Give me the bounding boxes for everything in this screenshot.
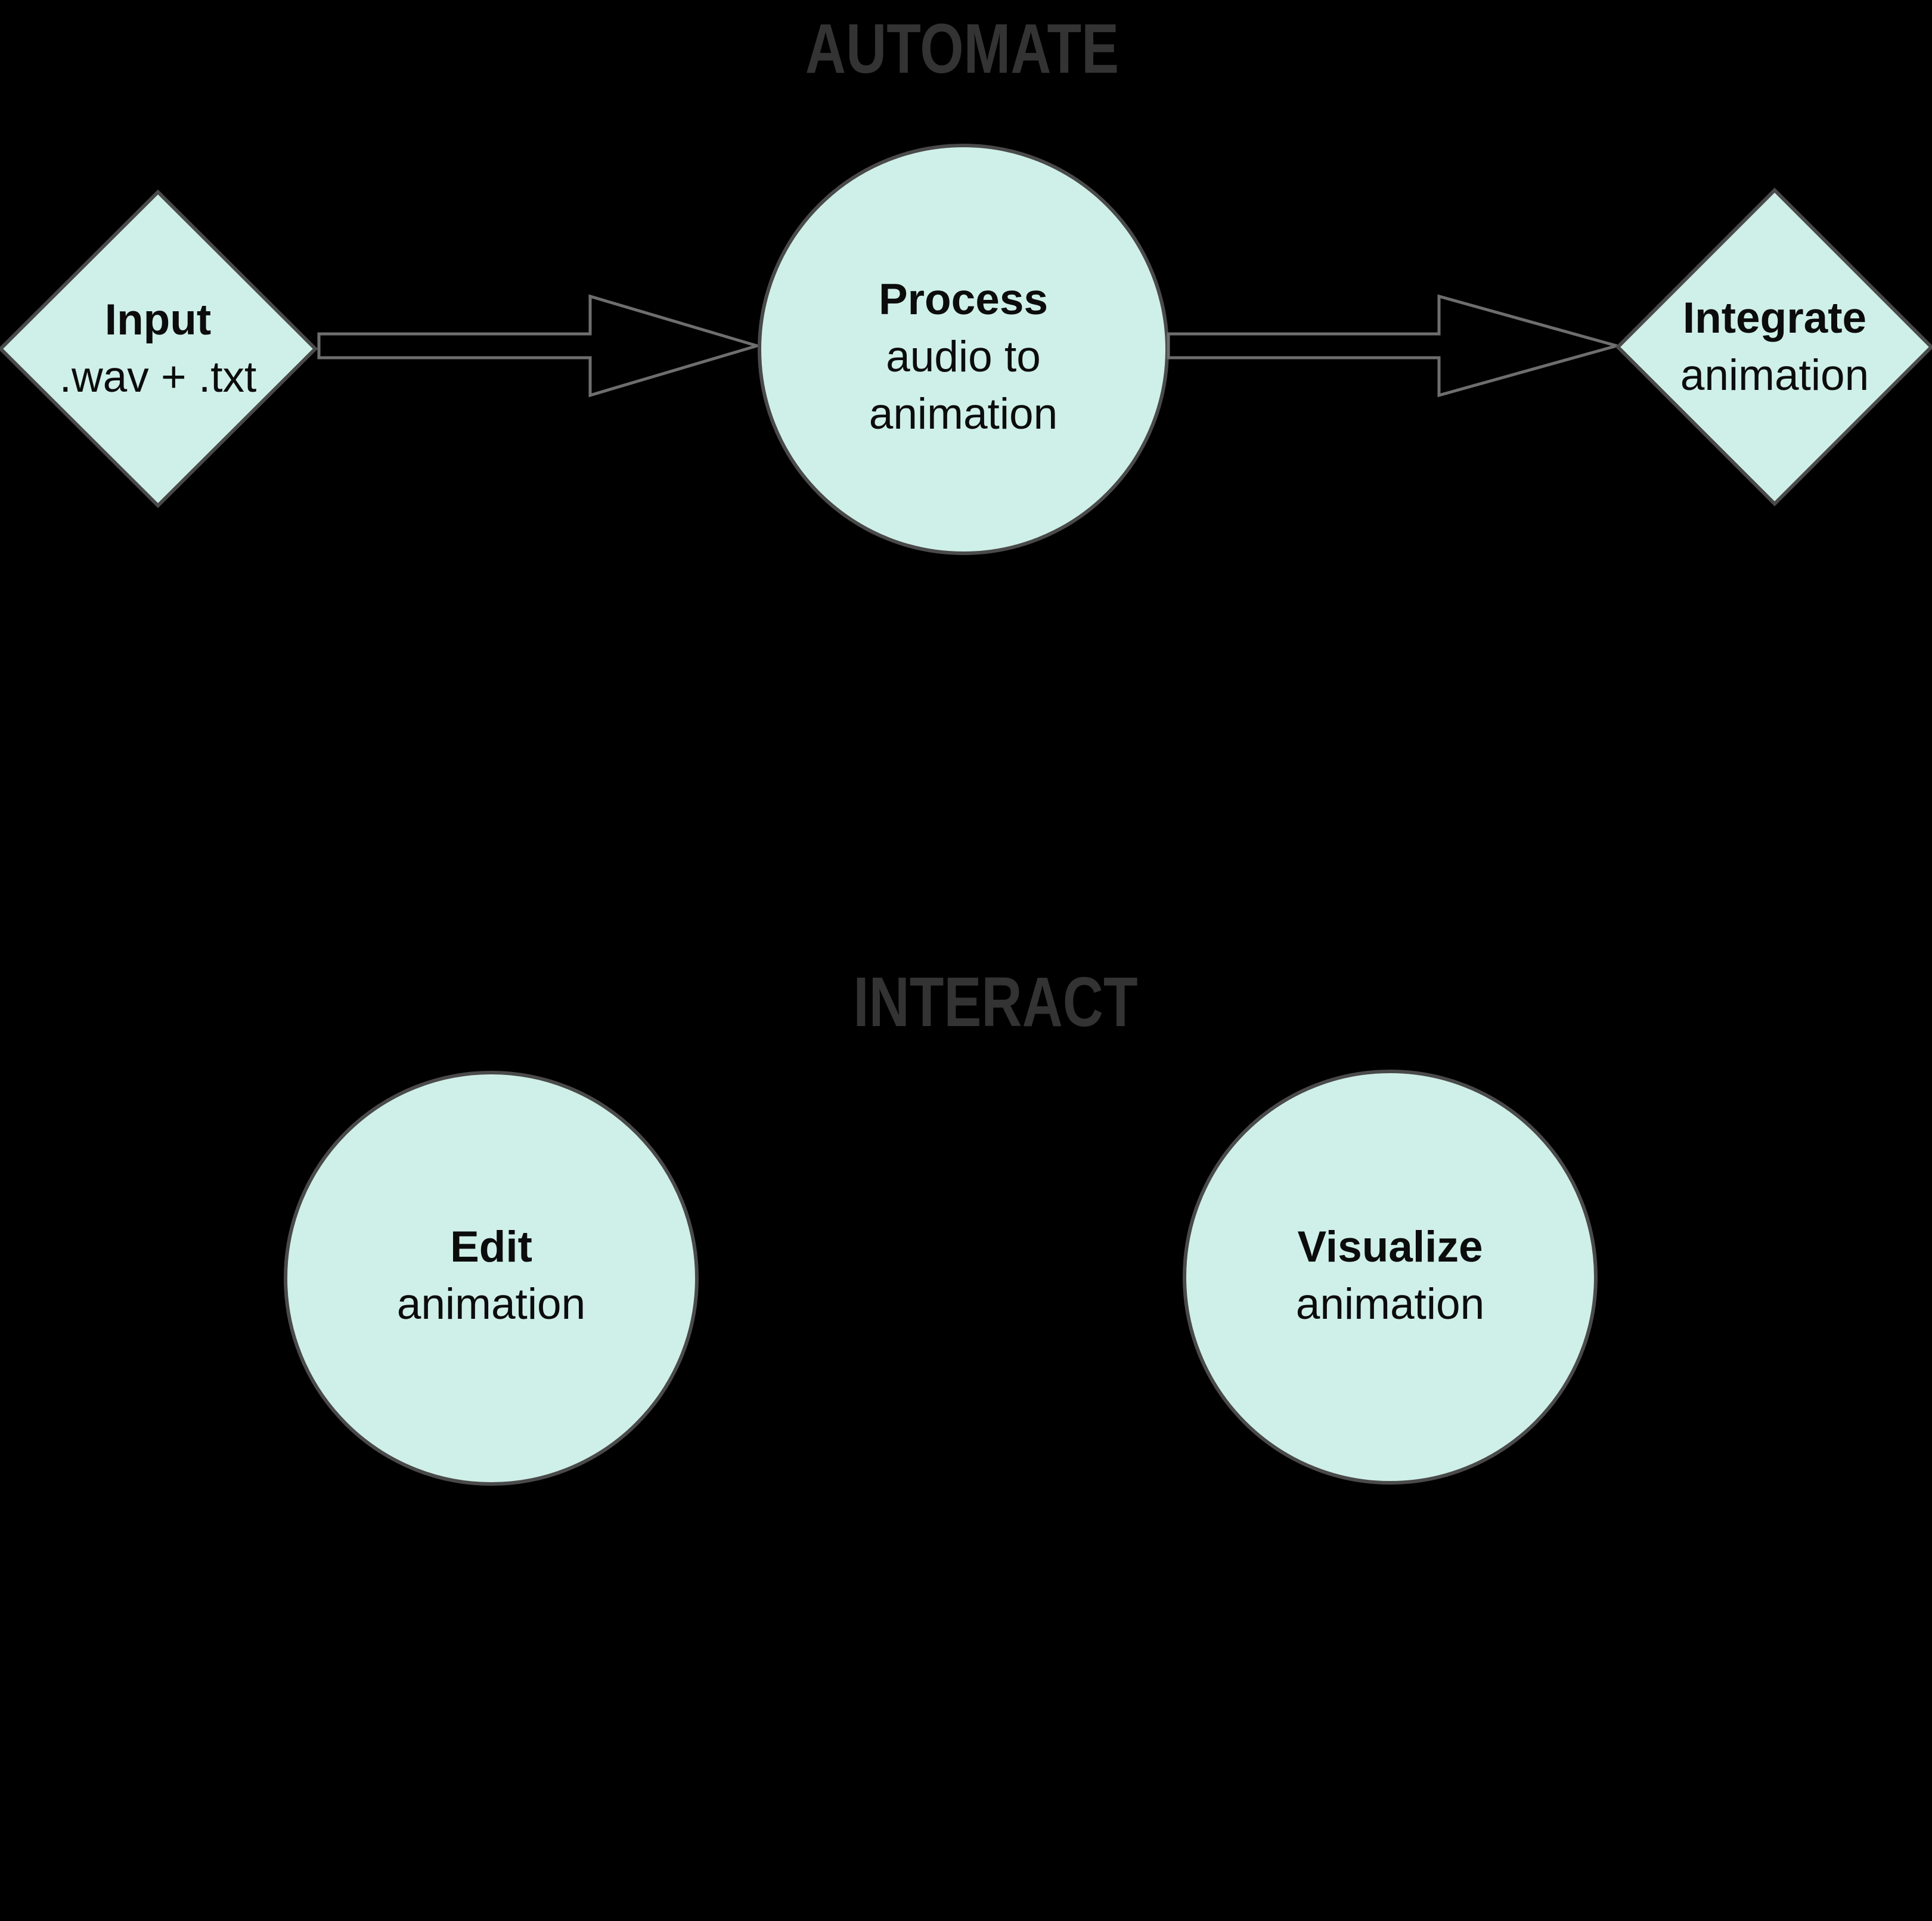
visualize-node-subtitle: animation xyxy=(1295,1280,1485,1328)
process-node-label: Process audio to animation xyxy=(808,271,1118,443)
integrate-node-label: Integrate animation xyxy=(1680,290,1869,404)
edit-node-label: Edit animation xyxy=(397,1219,586,1333)
section-title-automate: AUTOMATE xyxy=(766,8,1158,89)
visualize-node-title: Visualize xyxy=(1297,1223,1483,1271)
arrow-process-to-integrate xyxy=(1167,294,1623,398)
integrate-node-subtitle: animation xyxy=(1680,351,1869,399)
input-node-subtitle: .wav + .txt xyxy=(59,353,257,401)
input-node-title: Input xyxy=(104,296,212,344)
edit-node-subtitle: animation xyxy=(396,1280,586,1328)
visualize-circle-shape xyxy=(1183,1070,1598,1485)
edit-node-title: Edit xyxy=(450,1223,532,1271)
arrow-input-to-process xyxy=(317,294,762,398)
edit-circle-shape xyxy=(284,1071,699,1486)
integrate-node-title: Integrate xyxy=(1682,294,1867,342)
process-node-subtitle: audio to animation xyxy=(869,333,1058,438)
input-diamond-shape xyxy=(0,189,318,509)
section-title-interact: INTERACT xyxy=(818,962,1174,1043)
section-title-automate-text: AUTOMATE xyxy=(805,10,1119,88)
input-node-label: Input .wav + .txt xyxy=(60,292,257,406)
process-node-title: Process xyxy=(878,275,1049,324)
integrate-diamond-shape xyxy=(1615,187,1932,507)
section-title-interact-text: INTERACT xyxy=(853,963,1138,1042)
visualize-node-label: Visualize animation xyxy=(1296,1219,1485,1333)
